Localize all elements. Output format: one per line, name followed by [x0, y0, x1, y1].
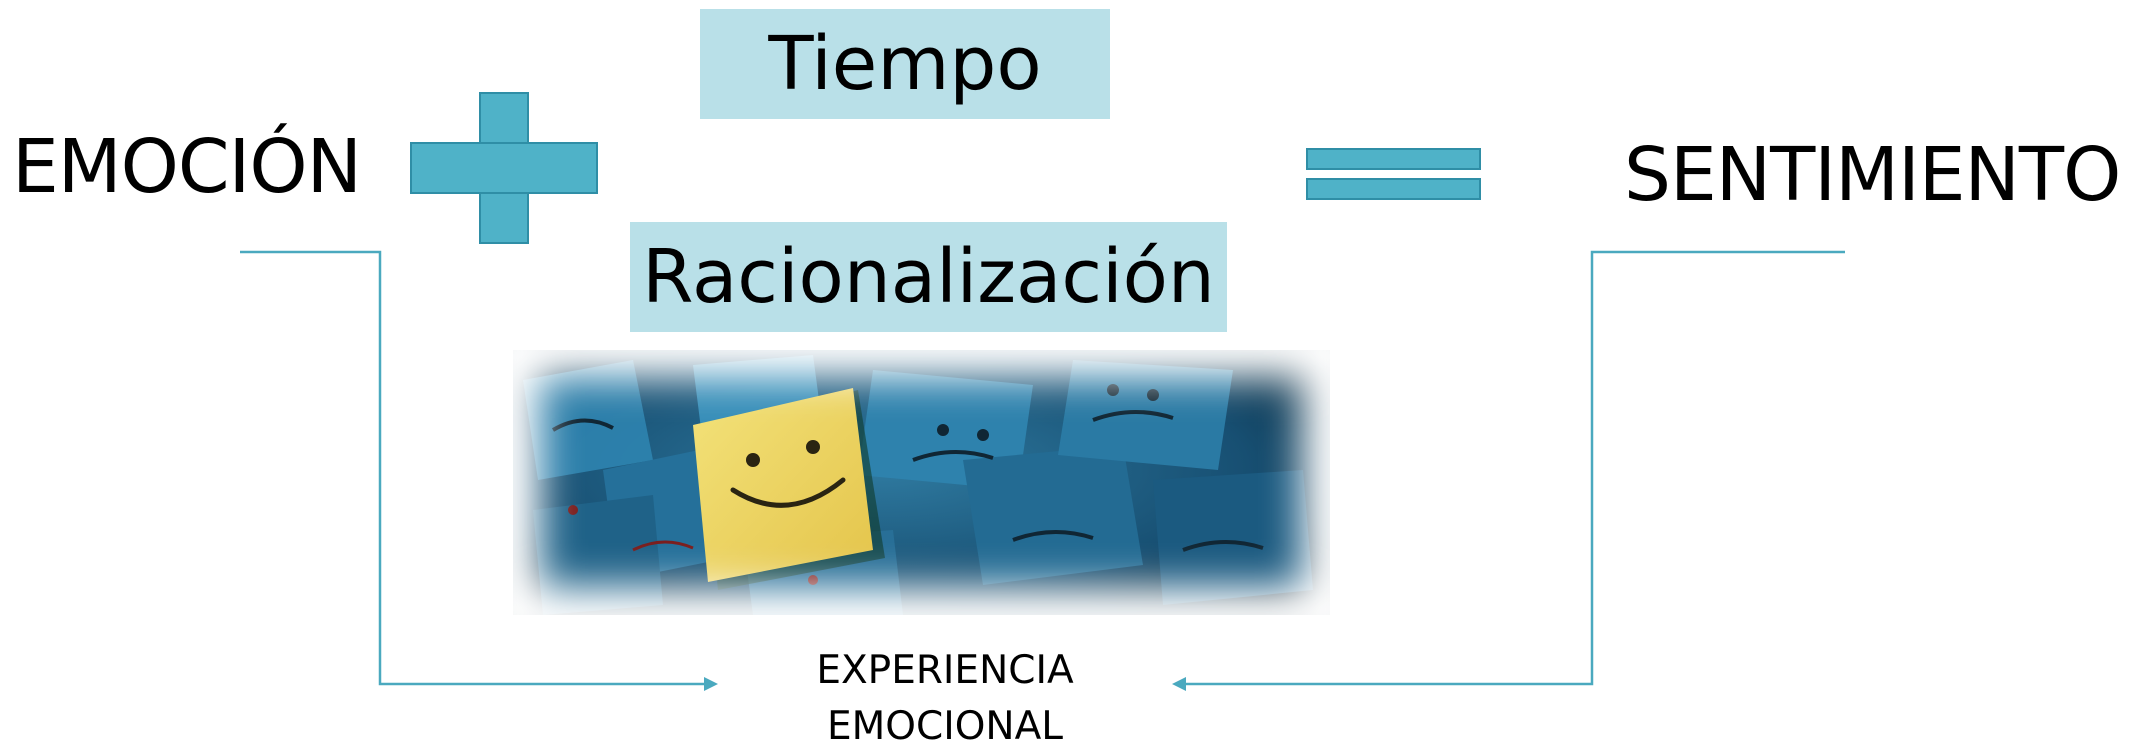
left-connector: [240, 250, 708, 686]
caption-line-1: EXPERIENCIA: [816, 648, 1074, 693]
sentimiento-label: SENTIMIENTO: [1624, 132, 2121, 218]
tiempo-box: Tiempo: [700, 9, 1110, 119]
photo-illustration: [513, 350, 1330, 615]
right-connector: [1182, 250, 1845, 686]
right-arrowhead-icon: [1172, 677, 1186, 691]
equals-icon: [1306, 148, 1481, 200]
experiencia-emocional-label: EXPERIENCIA EMOCIONAL: [745, 643, 1145, 755]
caption-line-2: EMOCIONAL: [827, 704, 1063, 749]
racionalizacion-box: Racionalización: [630, 222, 1227, 332]
plus-icon: [410, 92, 598, 244]
sticky-notes-smiley-photo: [513, 350, 1330, 615]
left-arrowhead-icon: [704, 677, 718, 691]
emocion-label: EMOCIÓN: [12, 124, 362, 210]
